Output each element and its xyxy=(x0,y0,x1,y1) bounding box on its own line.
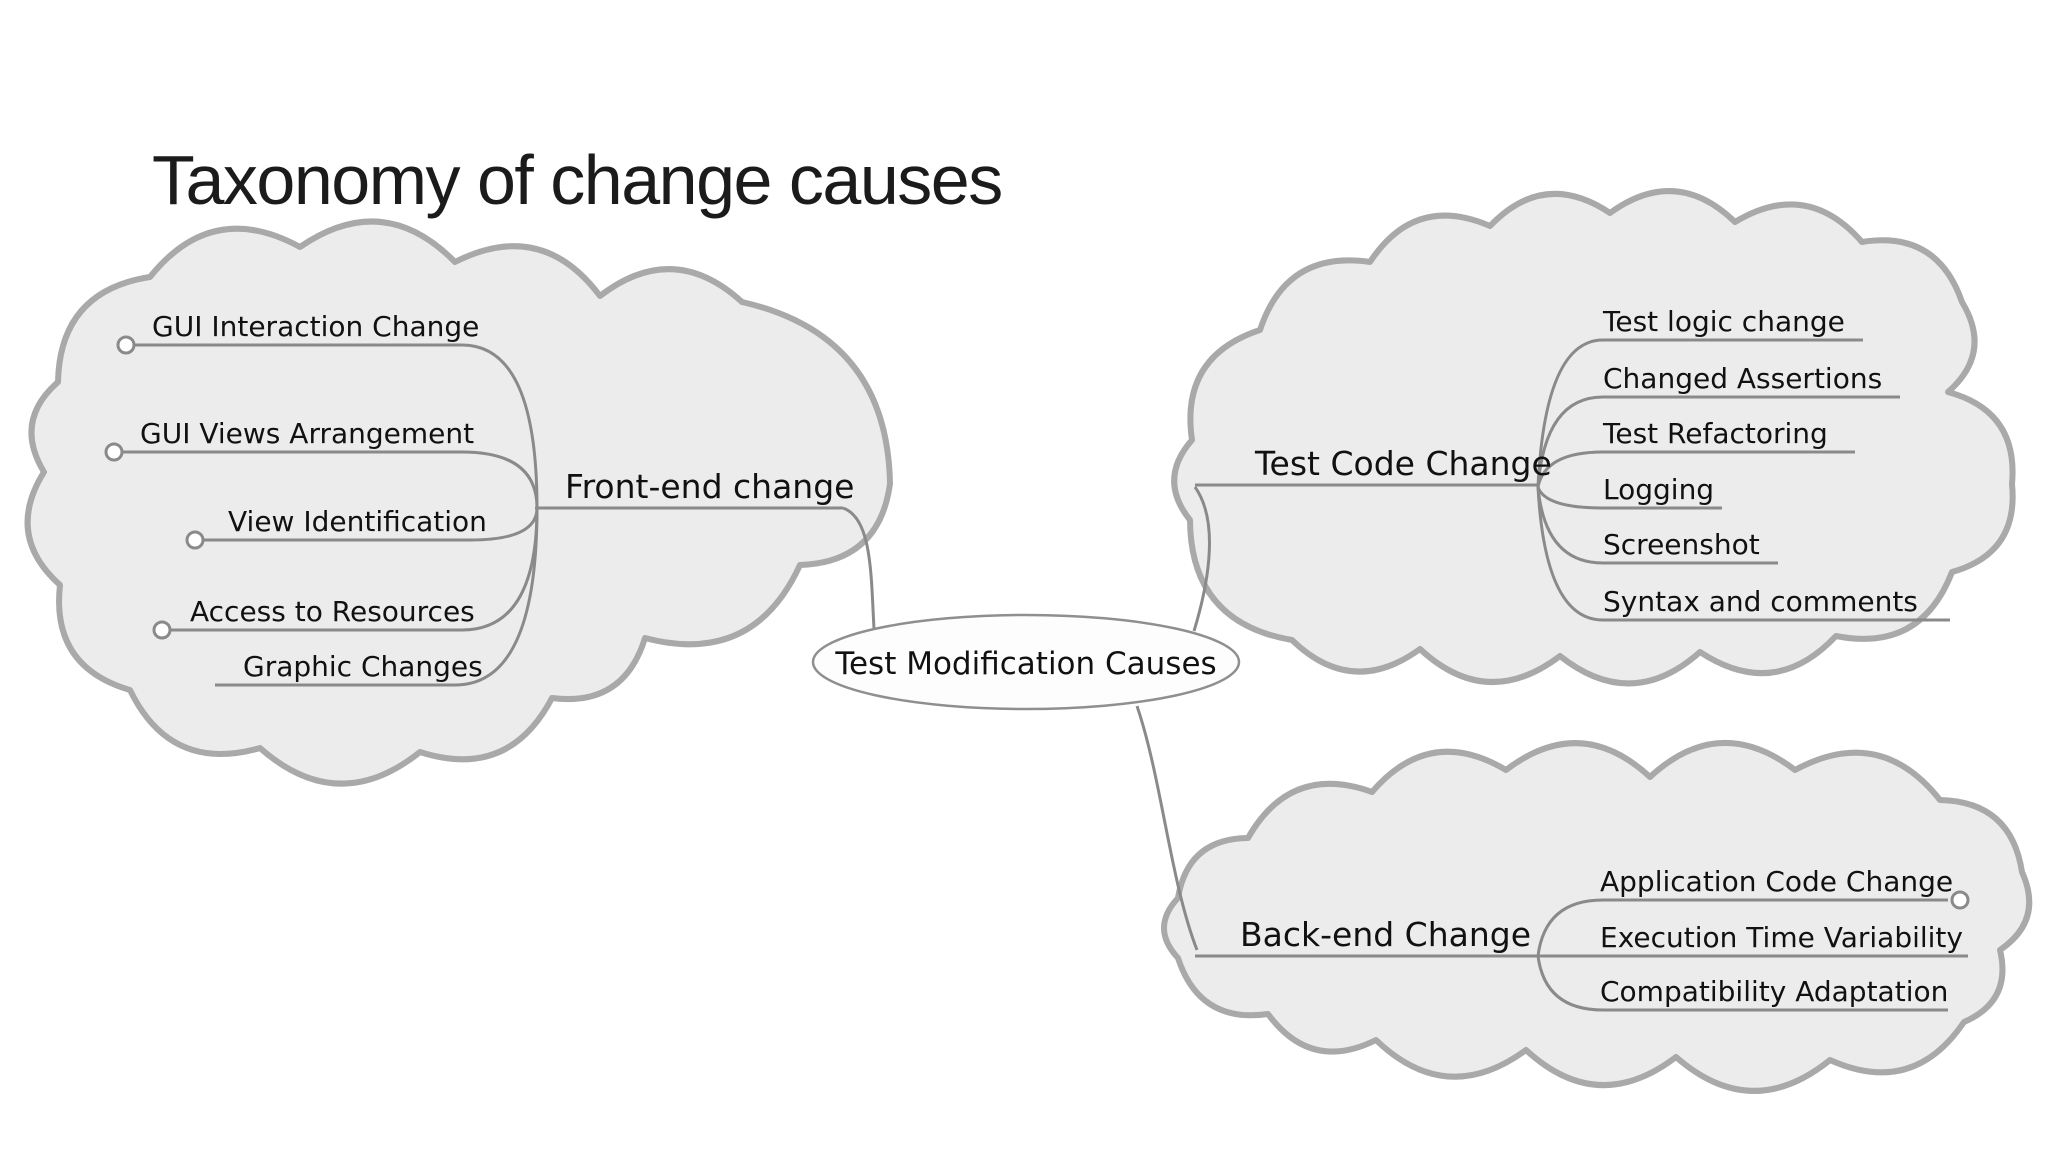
edge-gui-interaction-change xyxy=(134,343,539,509)
root-node: Test Modification Causes xyxy=(811,613,1241,711)
node-gui-interaction-change: GUI Interaction Change xyxy=(152,310,479,343)
edge-changed-assertions xyxy=(1536,395,1900,488)
fold-handle-application-code-change xyxy=(1950,890,1970,910)
node-test-code-change: Test Code Change xyxy=(1254,444,1552,483)
node-gui-views-arrangement: GUI Views Arrangement xyxy=(140,417,474,450)
branch-back-end-change: Back-end Change Application Code Change … xyxy=(1135,705,1970,1012)
edge-test-code-to-root xyxy=(1192,486,1211,632)
node-back-end-change: Back-end Change xyxy=(1240,915,1531,954)
branch-test-code-change: Test Code Change Test logic change Chang… xyxy=(1192,305,1950,632)
edge-logging xyxy=(1536,486,1722,510)
fold-handle-access-to-resources xyxy=(152,620,172,640)
node-test-modification-causes: Test Modification Causes xyxy=(834,646,1216,682)
edge-syntax-and-comments xyxy=(1536,486,1950,622)
node-view-identification: View Identification xyxy=(228,505,487,538)
page-title: Taxonomy of change causes xyxy=(152,141,1002,219)
node-execution-time-variability: Execution Time Variability xyxy=(1600,921,1963,954)
edge-front-end-to-root xyxy=(842,506,876,630)
edge-test-logic-change xyxy=(1536,338,1863,488)
node-application-code-change: Application Code Change xyxy=(1600,865,1953,898)
node-screenshot: Screenshot xyxy=(1603,528,1760,561)
edge-back-end-to-root xyxy=(1135,705,1199,951)
cloud-test-code-change xyxy=(1171,188,2016,687)
edge-gui-views-arrangement xyxy=(122,450,539,509)
edge-test-refactoring xyxy=(1536,450,1855,488)
node-test-logic-change: Test logic change xyxy=(1602,305,1845,338)
node-syntax-and-comments: Syntax and comments xyxy=(1603,585,1918,618)
node-front-end-change: Front-end change xyxy=(565,467,854,506)
node-logging: Logging xyxy=(1603,473,1714,506)
node-graphic-changes: Graphic Changes xyxy=(243,650,483,683)
edge-application-code-change xyxy=(1536,898,1948,957)
node-test-refactoring: Test Refactoring xyxy=(1602,417,1828,450)
cloud-front-end-change xyxy=(24,218,893,787)
fold-handle-gui-interaction-change xyxy=(116,335,136,355)
cloud-back-end-change xyxy=(1161,740,2033,1094)
fold-handle-view-identification xyxy=(185,530,205,550)
branch-front-end-change: GUI Interaction Change GUI Views Arrange… xyxy=(104,310,876,687)
edge-graphic-changes xyxy=(215,507,539,687)
edge-compatibility-adaptation xyxy=(1536,955,1948,1012)
root-node-ellipse xyxy=(811,613,1241,711)
fold-handle-gui-views-arrangement xyxy=(104,442,124,462)
node-access-to-resources: Access to Resources xyxy=(190,595,475,628)
node-changed-assertions: Changed Assertions xyxy=(1603,362,1882,395)
node-compatibility-adaptation: Compatibility Adaptation xyxy=(1600,975,1948,1008)
